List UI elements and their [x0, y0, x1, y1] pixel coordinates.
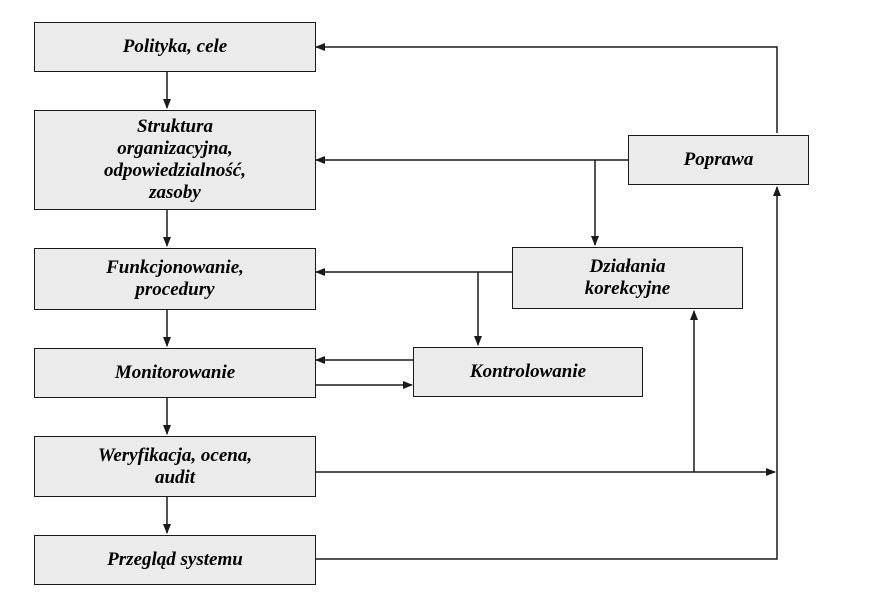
node-struktura: Struktura organizacyjna, odpowiedzialnoś…	[34, 110, 316, 210]
node-przeglad: Przegląd systemu	[34, 535, 316, 585]
node-monitorowanie: Monitorowanie	[34, 348, 316, 398]
node-dzialania: Działania korekcyjne	[512, 247, 743, 309]
node-poprawa: Poprawa	[628, 135, 809, 185]
edge-poprawa-polityka	[315, 43, 778, 133]
node-funkcjonowanie: Funkcjonowanie, procedury	[34, 248, 316, 310]
node-polityka: Polityka, cele	[34, 22, 316, 72]
node-kontrolowanie: Kontrolowanie	[413, 347, 643, 397]
node-weryfikacja: Weryfikacja, ocena, audit	[34, 436, 316, 497]
edge-przeglad-poprawa	[316, 186, 781, 560]
